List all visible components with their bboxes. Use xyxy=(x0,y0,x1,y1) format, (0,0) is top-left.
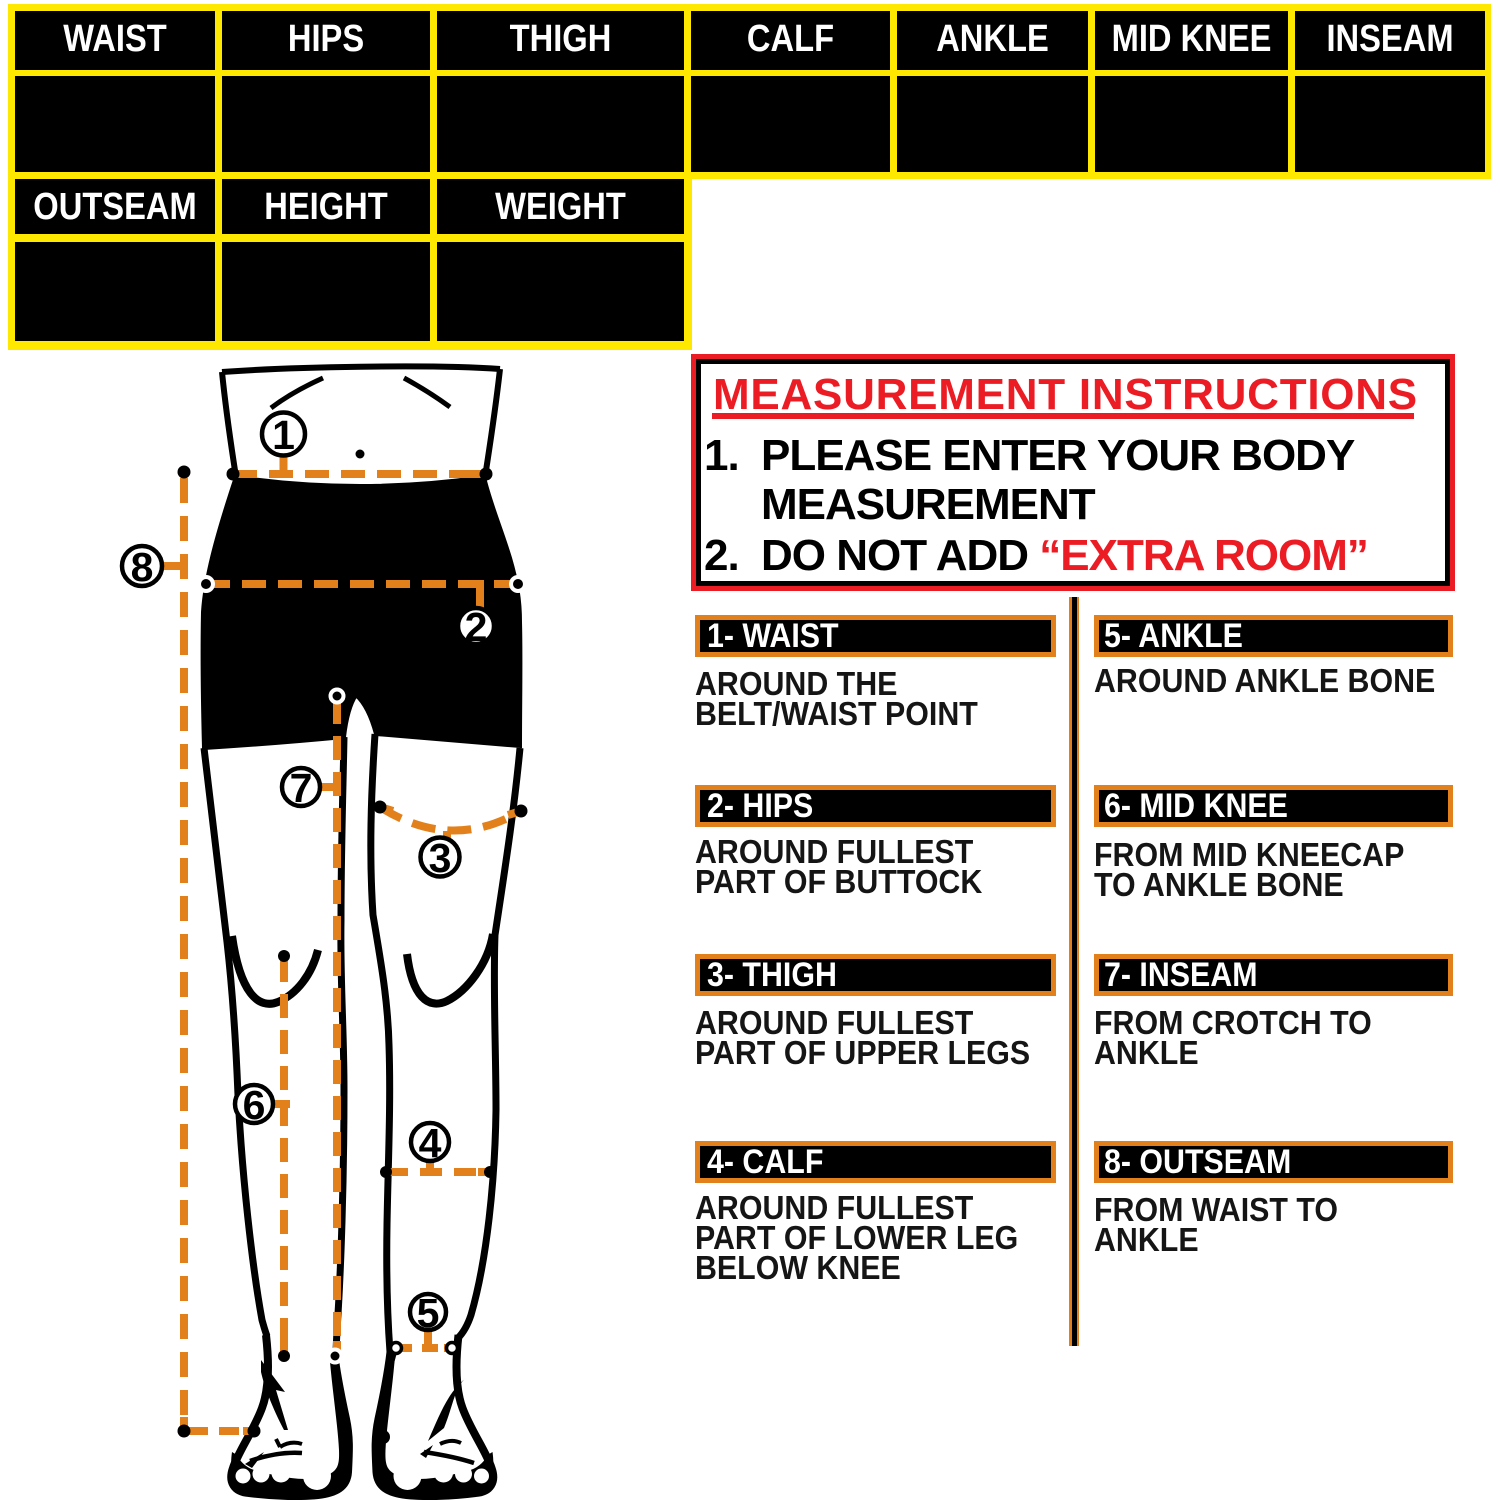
svg-text:7: 7 xyxy=(290,765,313,811)
svg-text:4: 4 xyxy=(419,1120,442,1166)
svg-text:2: 2 xyxy=(465,604,488,650)
svg-text:8: 8 xyxy=(131,544,154,590)
svg-text:6: 6 xyxy=(243,1082,266,1128)
svg-text:5: 5 xyxy=(417,1290,440,1336)
svg-text:1: 1 xyxy=(272,412,295,458)
svg-text:3: 3 xyxy=(429,835,452,881)
